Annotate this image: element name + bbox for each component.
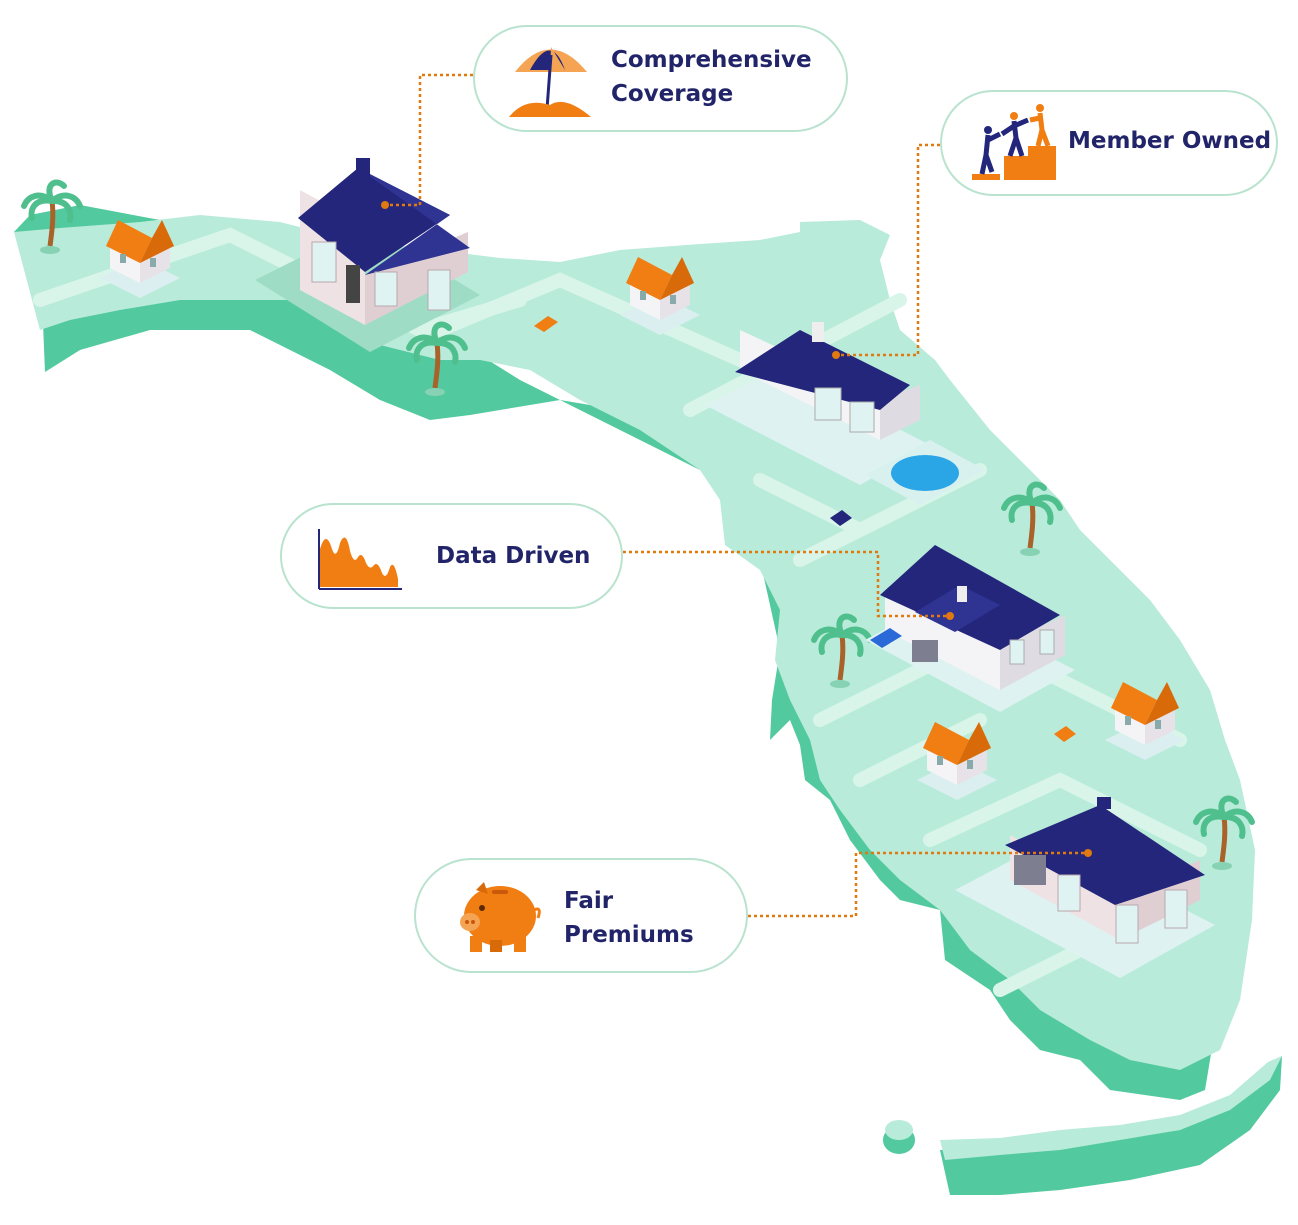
fair-premiums-label-line1: Fair: [564, 888, 614, 914]
house-navy-1: [255, 158, 480, 352]
fair-premiums-label-line2: Premiums: [564, 922, 694, 948]
area-chart-icon: [318, 529, 404, 595]
callout-member-owned: Member Owned: [940, 90, 1278, 196]
piggy-bank-icon: [456, 880, 542, 960]
leader-lines: [385, 73, 1088, 918]
house-navy-2: [705, 322, 985, 505]
data-driven-label: Data Driven: [436, 543, 591, 569]
member-owned-label: Member Owned: [1068, 128, 1272, 154]
cars: [534, 316, 1076, 742]
beach-umbrella-icon: [505, 37, 595, 126]
house-navy-4: [955, 797, 1215, 978]
land-surface: [14, 215, 1282, 1160]
callout-fair-premiums: Fair Premiums: [414, 858, 748, 973]
callout-comprehensive-coverage: Comprehensive Coverage: [473, 25, 848, 132]
car-blue: [870, 628, 902, 648]
house-navy-3: [865, 545, 1075, 712]
callout-data-driven: Data Driven: [280, 503, 623, 609]
comprehensive-label-line1: Comprehensive: [611, 47, 812, 73]
comprehensive-label-line2: Coverage: [611, 81, 734, 107]
people-climbing-steps-icon: [970, 100, 1060, 192]
leader-dots: [381, 201, 1092, 857]
